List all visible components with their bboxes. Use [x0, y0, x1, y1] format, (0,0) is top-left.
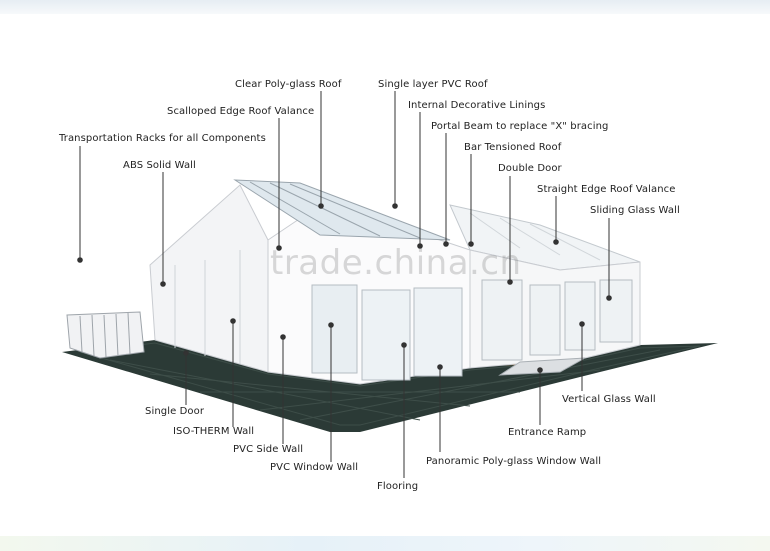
top-band [0, 0, 770, 14]
watermark: trade.china.cn [270, 243, 522, 283]
label-flooring: Flooring [377, 481, 419, 492]
label-iso-therm-wall: ISO-THERM Wall [173, 426, 255, 437]
left-side-wall [149, 184, 269, 373]
label-abs-solid-wall: ABS Solid Wall [123, 160, 196, 171]
floor-grid [79, 342, 701, 426]
bottom-band [0, 536, 770, 551]
label-transportation-racks: Transportation Racks for all Components [59, 133, 266, 144]
label-portal-beam: Portal Beam to replace "X" bracing [431, 121, 609, 132]
panoramic-glass-panel-1 [361, 289, 411, 381]
entrance-ramp [498, 357, 586, 376]
sliding-glass-panel-3 [599, 279, 633, 343]
label-vertical-glass-wall: Vertical Glass Wall [562, 394, 656, 405]
label-entrance-ramp: Entrance Ramp [508, 427, 587, 438]
label-pvc-window-wall: PVC Window Wall [270, 462, 359, 473]
clear-polyglass-roof [233, 179, 451, 241]
pvc-window-panel [311, 284, 358, 374]
label-pvc-side-wall: PVC Side Wall [233, 444, 304, 455]
label-clear-polyglass-roof: Clear Poly-glass Roof [235, 79, 342, 90]
label-panoramic-polyglass-window-wall: Panoramic Poly-glass Window Wall [426, 456, 602, 467]
label-single-door: Single Door [145, 406, 205, 417]
label-straight-edge-roof-valance: Straight Edge Roof Valance [537, 184, 676, 195]
sliding-glass-panel-1 [529, 284, 561, 356]
sliding-glass-panel-2 [564, 281, 596, 351]
label-double-door: Double Door [498, 163, 562, 174]
label-bar-tensioned-roof: Bar Tensioned Roof [464, 142, 562, 153]
label-scalloped-edge-roof-valance: Scalloped Edge Roof Valance [167, 106, 315, 117]
label-sliding-glass-wall: Sliding Glass Wall [590, 205, 680, 216]
panoramic-glass-panel-2 [413, 287, 463, 377]
label-single-layer-pvc-roof: Single layer PVC Roof [378, 79, 488, 90]
double-door-panel [481, 279, 523, 361]
transportation-rack [66, 311, 145, 359]
label-internal-decorative-linings: Internal Decorative Linings [408, 100, 546, 111]
